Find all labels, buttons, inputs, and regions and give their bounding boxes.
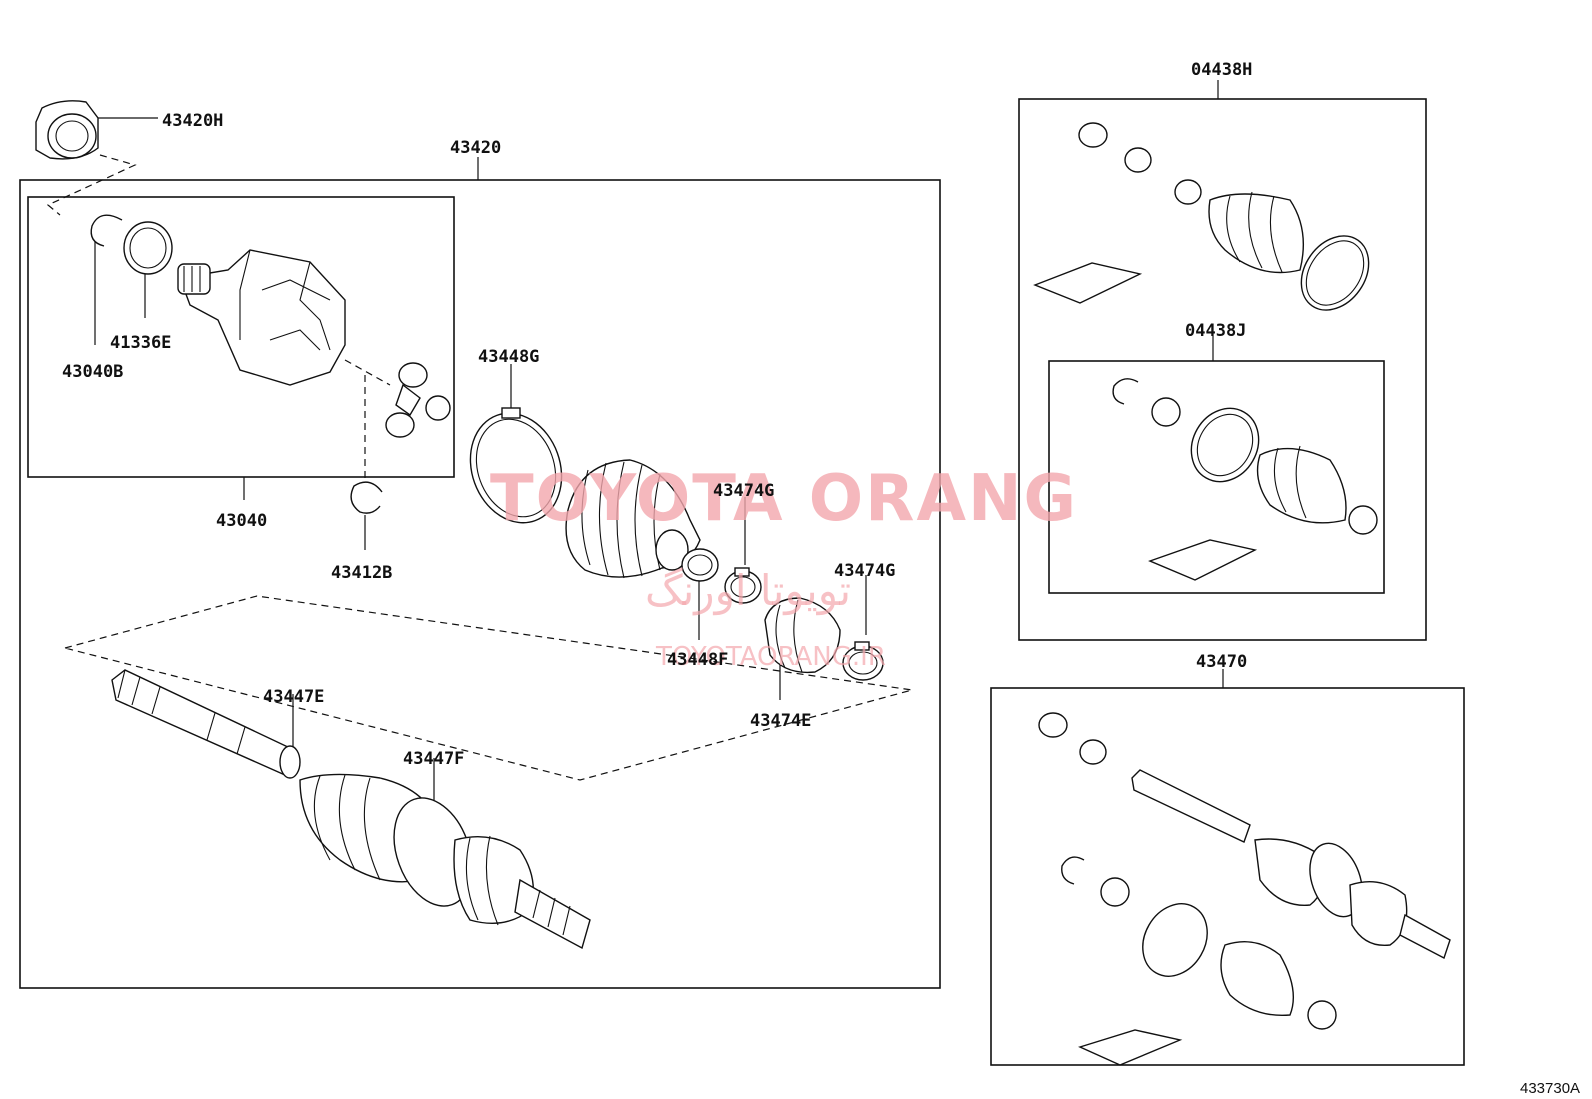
label-43474G-a[interactable]: 43474G <box>713 481 774 501</box>
reference-code: 433730A <box>1520 1080 1580 1097</box>
kit-04438H-drawing <box>1033 122 1370 311</box>
assembly-43470-drawing <box>1038 712 1451 1066</box>
drive-shaft-assembly-drawing <box>111 669 591 950</box>
inboard-boot-43474E-drawing <box>764 597 841 674</box>
label-43447E[interactable]: 43447E <box>263 687 324 707</box>
kit-frame-04438J <box>1048 360 1385 594</box>
part-labels: 43420H 43420 43040B 41336E 43040 43412B … <box>62 60 1252 769</box>
label-43420[interactable]: 43420 <box>450 138 501 158</box>
ring-41336E-drawing <box>123 221 173 275</box>
subassembly-frame-43040 <box>27 196 455 478</box>
boot-clamp-43448G-drawing <box>469 407 563 524</box>
label-04438H[interactable]: 04438H <box>1191 60 1252 80</box>
clamp-43474G-a-drawing <box>724 567 762 604</box>
label-43474G-b[interactable]: 43474G <box>834 561 895 581</box>
label-43447F[interactable]: 43447F <box>403 749 464 769</box>
label-43412B[interactable]: 43412B <box>331 563 392 583</box>
kit-04438J-drawing <box>1112 378 1378 581</box>
label-43448F[interactable]: 43448F <box>667 650 728 670</box>
label-04438J[interactable]: 04438J <box>1185 321 1246 341</box>
watermark-persian-text: تویوتا اورنگ <box>645 566 851 615</box>
label-43040B[interactable]: 43040B <box>62 362 123 382</box>
clamp-43448F-drawing <box>681 548 719 582</box>
watermark-url-text: TOYOTAORANG.IR <box>655 642 886 672</box>
label-43448G[interactable]: 43448G <box>478 347 539 367</box>
tripod-spider-drawing <box>385 362 451 438</box>
label-43040[interactable]: 43040 <box>216 511 267 531</box>
assembly-dashed-lines <box>46 154 913 781</box>
outboard-joint-housing-drawing <box>177 249 346 386</box>
bearing-43420H-drawing <box>35 100 99 160</box>
clamp-43474G-b-drawing <box>842 641 884 681</box>
label-43470[interactable]: 43470 <box>1196 652 1247 672</box>
outboard-boot-drawing <box>565 459 701 579</box>
label-41336E[interactable]: 41336E <box>110 333 171 353</box>
watermark-main-text: TOYOTA ORANG <box>490 462 1078 536</box>
label-43420H[interactable]: 43420H <box>162 111 223 131</box>
snap-ring-43412B-drawing <box>350 481 383 514</box>
label-43474E[interactable]: 43474E <box>750 711 811 731</box>
assembly-frame-43420 <box>19 179 941 989</box>
watermark: TOYOTA ORANG تویوتا اورنگ TOYOTAORANG.IR <box>490 462 1078 672</box>
assembly-frame-43470 <box>990 687 1465 1066</box>
kit-frame-04438H <box>1018 98 1427 641</box>
snap-ring-43040B-drawing <box>90 214 123 247</box>
leader-lines <box>94 80 1224 805</box>
